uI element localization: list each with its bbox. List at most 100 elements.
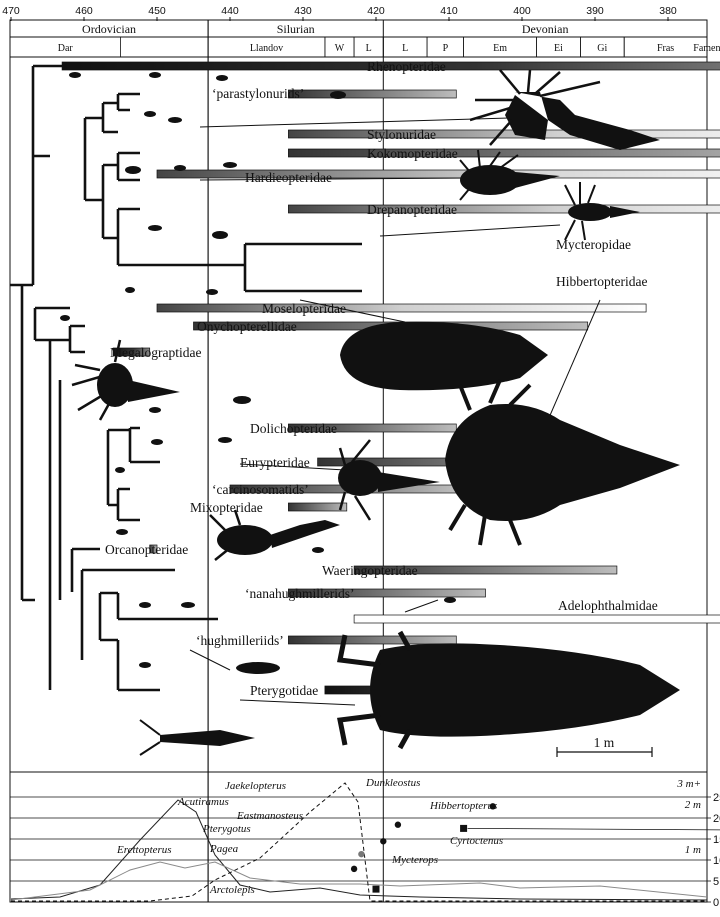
- stage-label: Gi: [597, 43, 607, 54]
- taxon-label-adelophthalmidae: Adelophthalmidae: [558, 598, 658, 613]
- tick-label: 420: [367, 5, 385, 17]
- tick-label: 410: [440, 5, 458, 17]
- period-label: Ordovician: [82, 22, 136, 36]
- tick-label: 380: [659, 5, 677, 17]
- genus-marker: [380, 838, 387, 845]
- taxon-label-kokomopteridae: Kokomopteridae: [367, 146, 458, 161]
- genus-label: Acutiramus: [177, 796, 229, 808]
- size-label: 1 m: [685, 844, 701, 856]
- stage-row: DarLlandovWLLPEmEiGiFrasFamennTournaVise…: [9, 36, 720, 58]
- genus-marker: [489, 803, 496, 810]
- stylonurid-silhouette: [469, 69, 660, 150]
- taxon-label-rhenopteridae: Rhenopteridae: [367, 59, 446, 74]
- genus-marker: [394, 821, 402, 828]
- giant-hibbertopterid-silhouette: [445, 379, 680, 546]
- taxon-label-hughmilleriids: ‘hughmilleriids’: [196, 633, 284, 648]
- taxon-label-stylonuridae: Stylonuridae: [367, 127, 436, 142]
- genus-marker: [372, 885, 380, 893]
- range-bar-adelophthalmidae: [353, 614, 720, 624]
- silhouette-leader-lines: [189, 117, 601, 706]
- right-axis-label: 5: [713, 876, 719, 888]
- period-label: Devonian: [522, 22, 569, 36]
- tick-label: 470: [2, 5, 20, 17]
- range-bar-dolichopteridae: [288, 423, 457, 433]
- range-bar-hughmilleriids: [288, 635, 457, 645]
- genus-label: Jaekelopterus: [225, 780, 286, 792]
- taxon-label-carcinosomatids: ‘carcinosomatids’: [212, 482, 309, 497]
- range-bar-megalograptidae: [112, 347, 151, 357]
- range-bar-parastylonurids: [288, 89, 457, 99]
- taxon-label-megalograptidae: Megalograptidae: [110, 345, 201, 360]
- small-eurypterid-icons: [60, 72, 456, 674]
- mixopterid-silhouette: [209, 509, 340, 561]
- tick-label: 460: [75, 5, 93, 17]
- taxon-label-moselopteridae: Moselopteridae: [262, 301, 346, 316]
- period-label: Silurian: [277, 22, 315, 36]
- range-bar-mixopteridae: [288, 502, 348, 512]
- genus-label: Erettopterus: [116, 844, 172, 856]
- taxon-label-mycteropidae: Mycteropidae: [556, 237, 631, 252]
- range-bar-moselopteridae: [156, 303, 647, 313]
- range-bar-nanahughmillerids: [288, 588, 486, 598]
- species-diversity-curve: [10, 799, 708, 901]
- stage-label: Fras: [657, 43, 674, 54]
- range-bar-hardieopteridae: [156, 169, 720, 179]
- stage-label: L: [402, 43, 408, 54]
- placoderm-size-curve: [11, 782, 707, 902]
- tick-label: 400: [513, 5, 531, 17]
- genus-marker: [350, 865, 358, 873]
- genus-label: Pterygotus: [202, 823, 251, 835]
- taxon-label-waeringopteridae: Waeringopteridae: [322, 563, 418, 578]
- stage-label: P: [443, 43, 449, 54]
- genus-label: Arctolepis: [209, 884, 255, 896]
- taxon-range-bars: [61, 61, 720, 695]
- genus-marker: [358, 850, 365, 858]
- taxon-label-orcanopteridae: Orcanopteridae: [105, 542, 188, 557]
- size-label: 2 m: [685, 799, 701, 811]
- time-axis-ticks: 4704604504404304204104003903803703603503…: [2, 5, 677, 21]
- taxon-label-onychopterellidae: Onychopterellidae: [197, 319, 297, 334]
- taxon-labels: Rhenopteridae ‘parastylonurids’ Stylonurid…: [105, 59, 658, 698]
- genus-label: Eastmanosteus: [236, 810, 303, 822]
- size-diversity-panel: 25201510503 m+2 m1 mJaekelopterusDunkleo…: [10, 777, 720, 909]
- taxon-label-hardieopteridae: Hardieopteridae: [245, 170, 332, 185]
- tick-label: 430: [294, 5, 312, 17]
- family-diversity-curve: [10, 861, 708, 901]
- stage-label: Ei: [554, 43, 563, 54]
- taxon-label-hibbertopteridae: Hibbertopteridae: [556, 274, 647, 289]
- range-bar-kokomopteridae: [288, 148, 720, 158]
- genus-label: Cyrtoctenus: [450, 835, 503, 847]
- size-label: 3 m+: [676, 778, 701, 790]
- taxon-label-parastylonurids: ‘parastylonurids’: [212, 86, 304, 101]
- stage-label: W: [335, 43, 345, 54]
- small-pterygotid-silhouette: [139, 719, 255, 756]
- tick-label: 390: [586, 5, 604, 17]
- right-axis-label: 10: [713, 855, 720, 867]
- taxon-label-pterygotidae: Pterygotidae: [250, 683, 318, 698]
- range-bar-rhenopteridae: [61, 61, 720, 71]
- stage-label: Famenn: [693, 43, 720, 54]
- tick-label: 450: [148, 5, 166, 17]
- eurypterid-silhouettes: [60, 69, 680, 756]
- genus-label: Dunkleostus: [365, 777, 420, 789]
- genus-label: Hibbertopterus: [429, 800, 497, 812]
- hibbertopterid-silhouette: [340, 321, 548, 391]
- megalograptid-silhouette: [71, 339, 180, 421]
- mycteropid-silhouette: [564, 182, 640, 241]
- range-bar-stylonuridae: [288, 129, 720, 139]
- kokomopterid-silhouette: [459, 149, 560, 201]
- stage-label: Em: [493, 43, 507, 54]
- scale-bar-label: 1 m: [594, 735, 615, 750]
- right-axis-label: 0: [713, 897, 719, 909]
- right-axis-label: 20: [713, 813, 720, 825]
- taxon-label-drepanopteridae: Drepanopteridae: [367, 202, 457, 217]
- genus-label: Pagea: [209, 843, 239, 855]
- pterygotid-silhouette: [337, 630, 680, 750]
- range-bar-orcanopteridae: [149, 544, 158, 554]
- genus-label: Mycterops: [391, 854, 438, 866]
- genus-marker: [460, 824, 468, 832]
- stage-label: Dar: [58, 43, 74, 54]
- range-bar-drepanopteridae: [288, 204, 720, 214]
- stage-box: [9, 36, 121, 58]
